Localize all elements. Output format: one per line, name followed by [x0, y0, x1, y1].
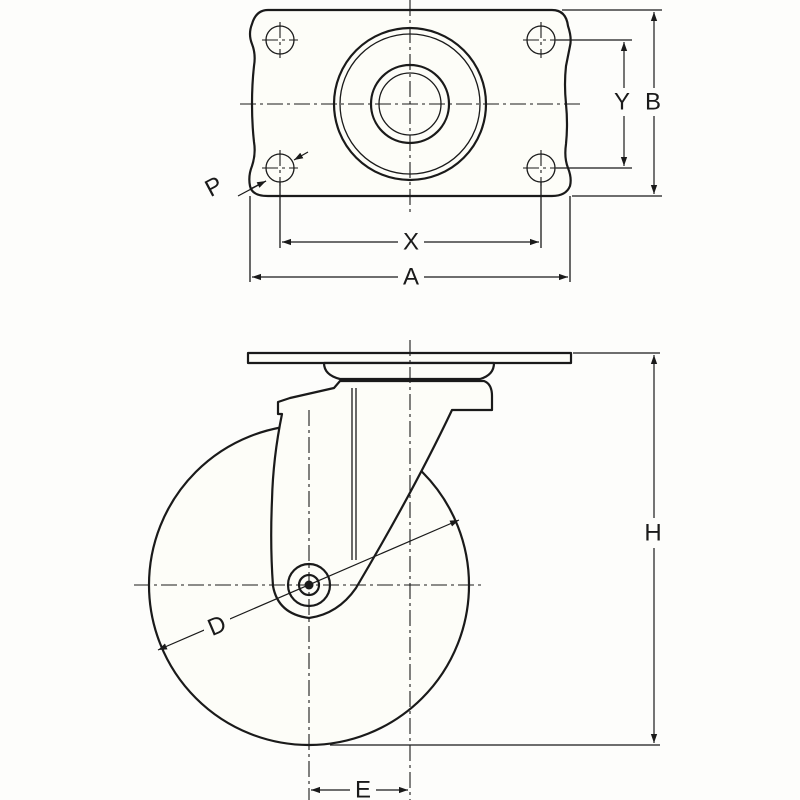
bolt-hole-top-right [523, 22, 559, 58]
bolt-hole-top-left [262, 22, 298, 58]
dimension-a-label: A [403, 264, 419, 291]
dimension-e-label: E [355, 777, 371, 800]
side-view: D H E [134, 340, 668, 800]
swivel-housing [322, 361, 496, 381]
top-view: X A Y B P [201, 0, 667, 291]
dimension-x-label: X [403, 229, 419, 256]
dimension-y-label: Y [614, 89, 630, 116]
dimension-p-label: P [201, 171, 228, 202]
dimension-h-label: H [644, 520, 661, 547]
dimension-b-label: B [645, 89, 661, 116]
